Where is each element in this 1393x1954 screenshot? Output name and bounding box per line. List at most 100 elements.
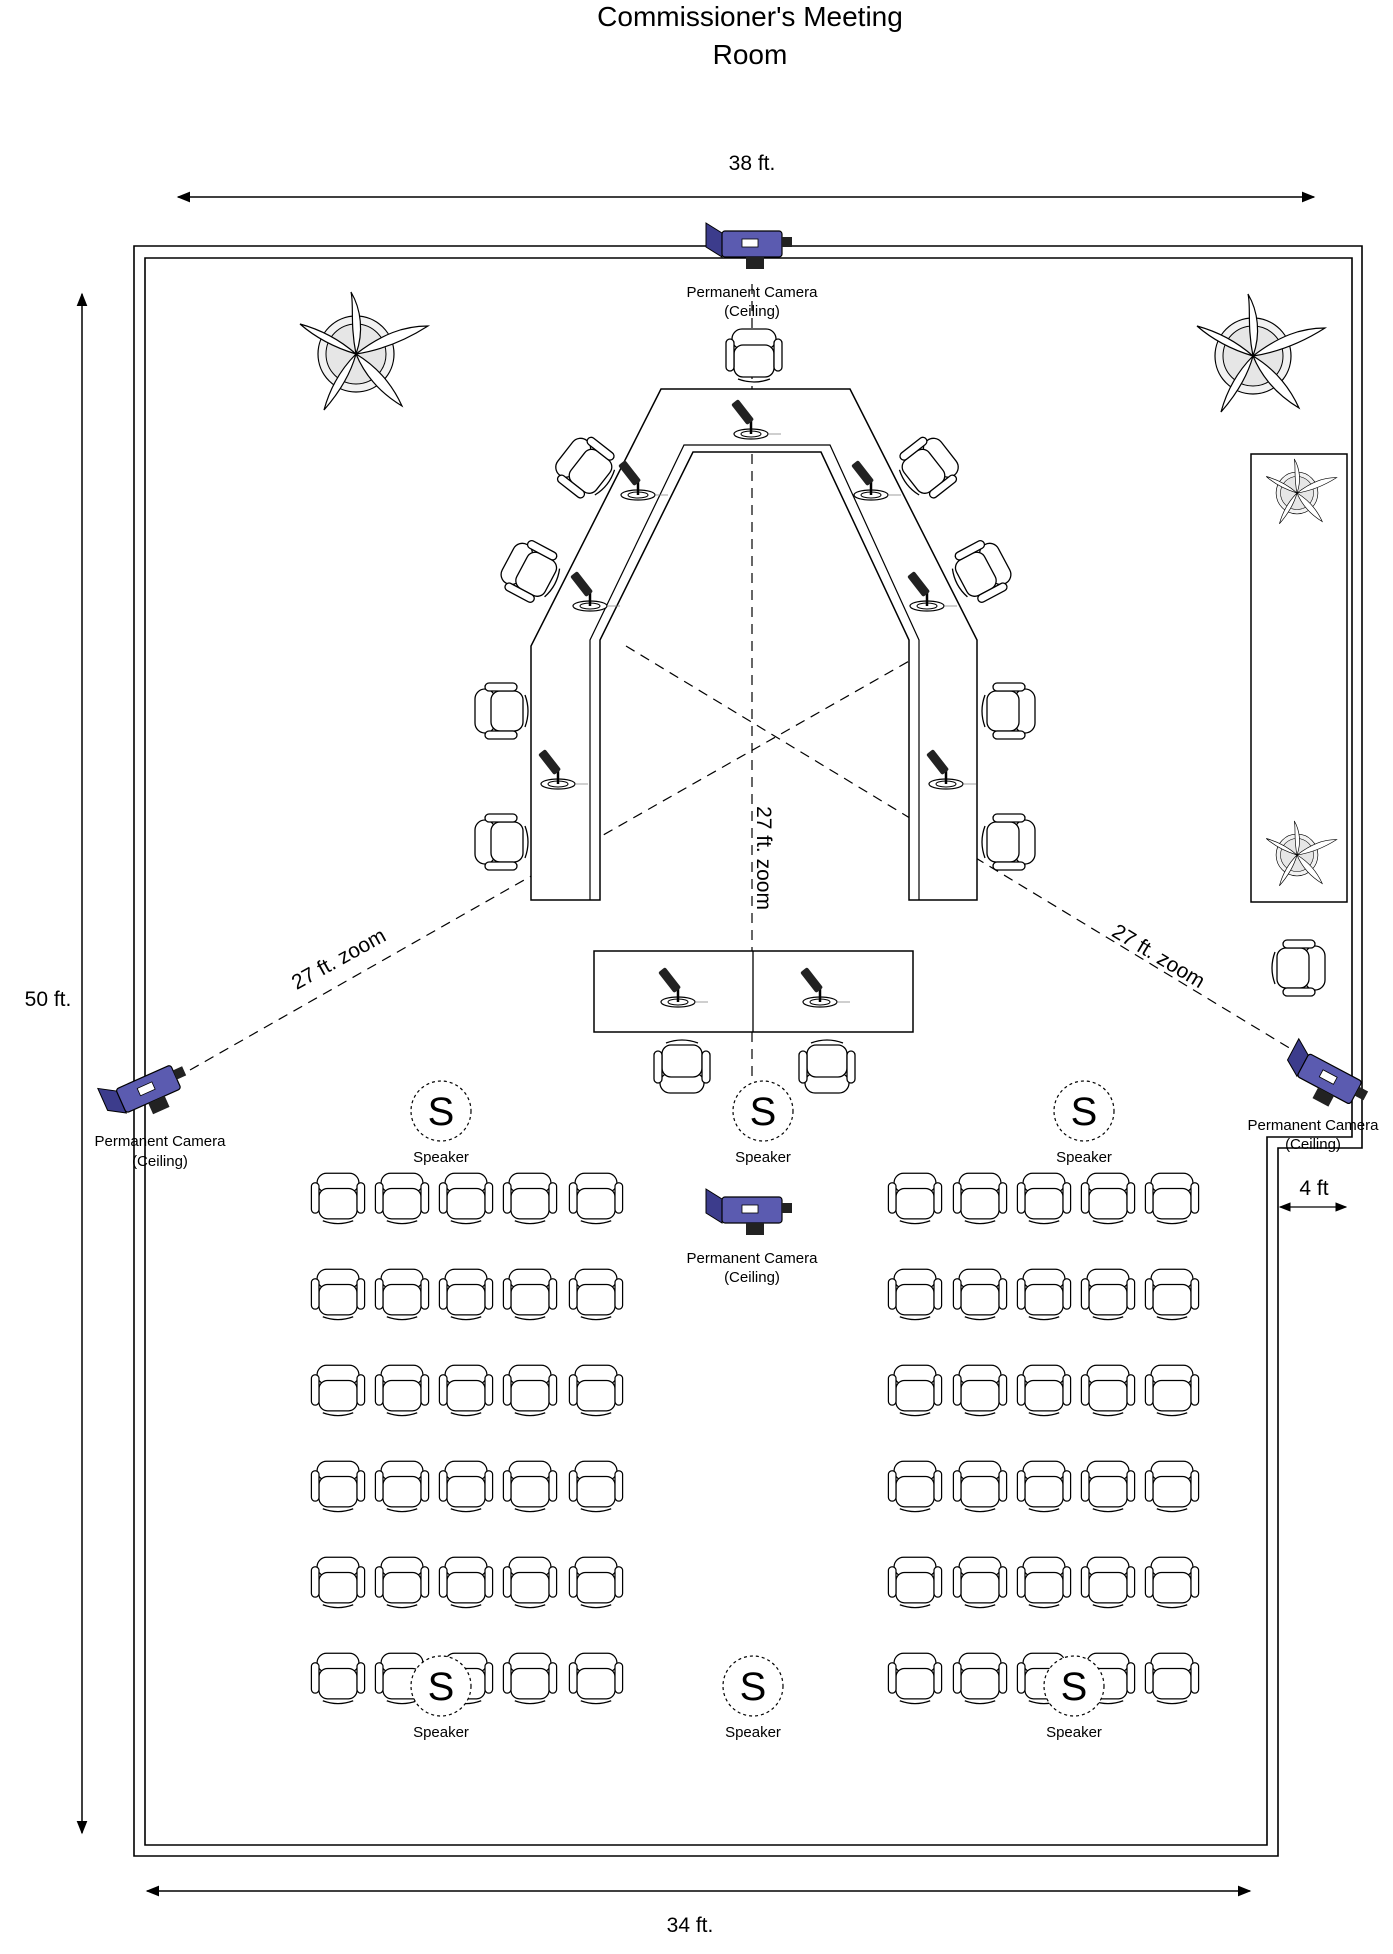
camera-left-label-line1: Permanent Camera [95, 1133, 227, 1150]
camera-center-label-line1: Permanent Camera [687, 1250, 819, 1267]
chair-icon [887, 1460, 943, 1513]
chair-icon [1144, 1172, 1200, 1225]
chair-icon [1144, 1268, 1200, 1321]
chair-icon [374, 1364, 430, 1417]
chair-icon [1016, 1556, 1072, 1609]
chair-icon [438, 1364, 494, 1417]
camera-center-label-line2: (Ceiling) [724, 1269, 780, 1286]
chair-icon [310, 1172, 366, 1225]
chair-icon [887, 1172, 943, 1225]
chair-icon [374, 1556, 430, 1609]
chair-icon [1144, 1364, 1200, 1417]
chair-icon [887, 1364, 943, 1417]
chair-icon [1080, 1460, 1136, 1513]
speaker-symbol: S [428, 1090, 455, 1134]
speaker-icon: S Speaker [410, 1080, 472, 1166]
chair-icon [374, 1460, 430, 1513]
chair-icon [310, 1652, 366, 1705]
camera-icon [705, 222, 793, 270]
speaker-icon: S Speaker [1043, 1655, 1105, 1741]
speaker-label: Speaker [1056, 1149, 1112, 1166]
commissioner-table [530, 388, 978, 901]
chair-icon [952, 1460, 1008, 1513]
speaker-symbol: S [428, 1665, 455, 1709]
chair-icon [374, 1268, 430, 1321]
chair-icon [568, 1652, 624, 1705]
zoom-label-left: 27 ft. zoom [288, 924, 390, 994]
chair-icon [438, 1460, 494, 1513]
speaker-icon: S Speaker [410, 1655, 472, 1741]
speaker-symbol: S [1071, 1090, 1098, 1134]
notch-width-label: 4 ft [1299, 1177, 1328, 1200]
chair-icon [502, 1172, 558, 1225]
chair-icon [952, 1172, 1008, 1225]
chair-icon [887, 1652, 943, 1705]
chair-icon [653, 1039, 711, 1094]
chair-icon [438, 1268, 494, 1321]
speaker-circle [732, 1080, 794, 1142]
chair-icon [310, 1364, 366, 1417]
diagram-title-line1: Commissioner's Meeting [597, 1, 903, 32]
camera-right-label-line1: Permanent Camera [1248, 1117, 1380, 1134]
chair-icon [374, 1172, 430, 1225]
chair-icon [310, 1268, 366, 1321]
chair-icon [502, 1652, 558, 1705]
chair-icon [1080, 1268, 1136, 1321]
chair-icon [474, 813, 529, 871]
chair-icon [1271, 939, 1326, 997]
chair-icon [725, 328, 783, 383]
diagram-title-line2: Room [713, 39, 788, 70]
camera-right-label-line2: (Ceiling) [1285, 1136, 1341, 1153]
zoom-label-right: 27 ft. zoom [1108, 920, 1209, 993]
chair-icon [1080, 1364, 1136, 1417]
speaker-label: Speaker [413, 1149, 469, 1166]
speaker-label: Speaker [413, 1724, 469, 1741]
speaker-circle [1053, 1080, 1115, 1142]
chair-icon [1080, 1556, 1136, 1609]
chair-icon [952, 1652, 1008, 1705]
chair-icon [502, 1364, 558, 1417]
chair-icon [1016, 1268, 1072, 1321]
chair-icon [438, 1172, 494, 1225]
chair-icon [1144, 1652, 1200, 1705]
chair-icon [438, 1556, 494, 1609]
room-outer-wall [133, 245, 1363, 1857]
chair-icon [1144, 1556, 1200, 1609]
chair-icon [474, 682, 529, 740]
speaker-circle [410, 1080, 472, 1142]
planter-box [1250, 453, 1348, 903]
height-label: 50 ft. [25, 988, 72, 1011]
speaker-circle [410, 1655, 472, 1717]
chair-icon [1080, 1172, 1136, 1225]
speaker-symbol: S [740, 1665, 767, 1709]
plant-icon [299, 291, 429, 411]
speaker-symbol: S [1061, 1665, 1088, 1709]
chair-icon [887, 1556, 943, 1609]
speaker-circle [722, 1655, 784, 1717]
chair-icon [1016, 1460, 1072, 1513]
chair-icon [310, 1556, 366, 1609]
speaker-icon: S Speaker [1053, 1080, 1115, 1166]
camera-top-label-line1: Permanent Camera [687, 284, 819, 301]
chair-icon [568, 1172, 624, 1225]
chair-icon [1016, 1172, 1072, 1225]
chair-icon [887, 1268, 943, 1321]
chair-icon [1016, 1364, 1072, 1417]
chair-icon [952, 1268, 1008, 1321]
speaker-label: Speaker [1046, 1724, 1102, 1741]
zoom-label-center: 27 ft. zoom [752, 806, 775, 910]
top-width-label: 38 ft. [729, 152, 776, 175]
chair-icon [952, 1556, 1008, 1609]
camera-icon [705, 1188, 793, 1236]
plant-icon [1196, 293, 1326, 413]
speaker-symbol: S [750, 1090, 777, 1134]
chair-icon [568, 1460, 624, 1513]
chair-icon [798, 1039, 856, 1094]
bottom-width-label: 34 ft. [667, 1914, 714, 1937]
chair-icon [981, 682, 1036, 740]
camera-icon [97, 1052, 196, 1132]
